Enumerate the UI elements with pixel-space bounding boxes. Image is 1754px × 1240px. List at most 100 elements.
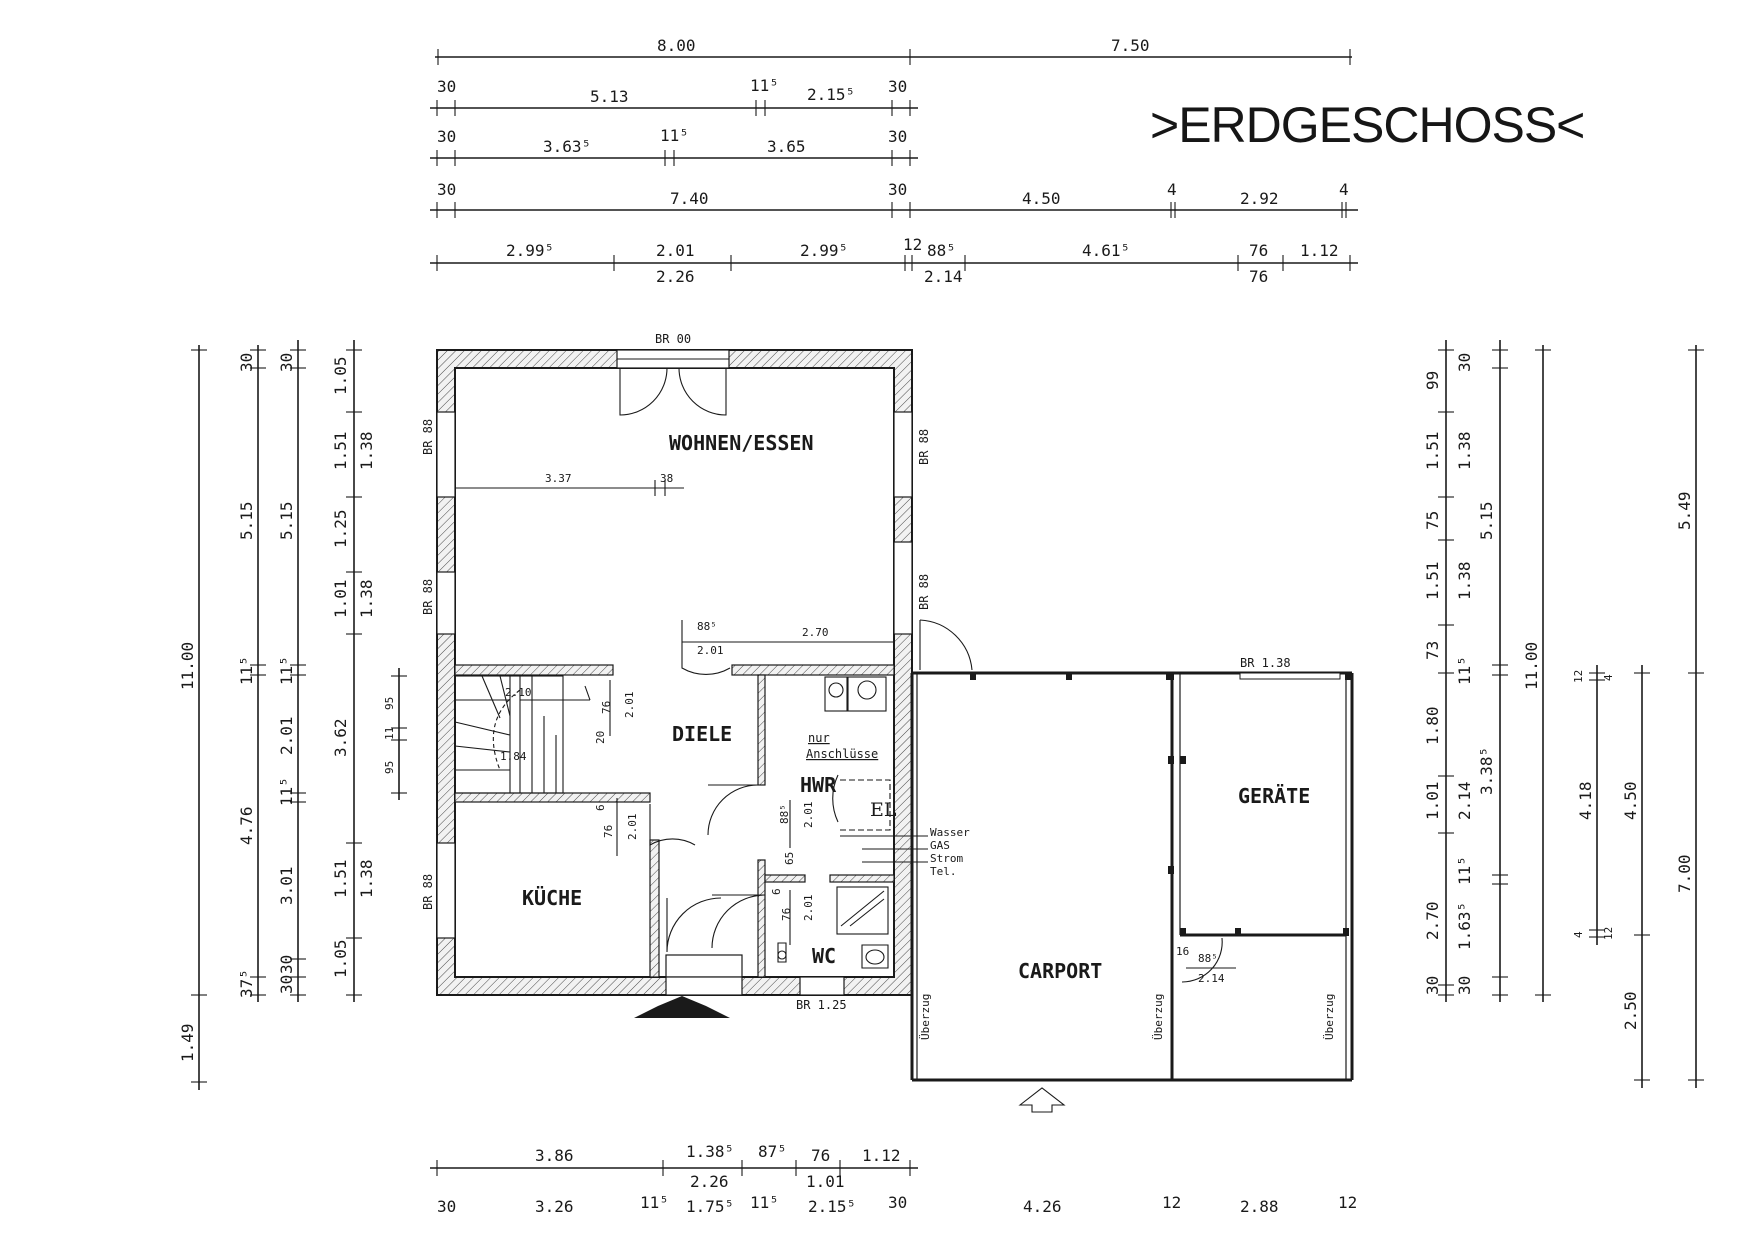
opening-br-88-2: BR 88 bbox=[421, 579, 435, 615]
dim-bot-r1b-a: 2.26 bbox=[690, 1172, 729, 1191]
opening-br-125: BR 1.25 bbox=[796, 998, 847, 1012]
dim-top-r2-d: 2.15⁵ bbox=[807, 85, 855, 104]
dim-left-c4b-b: 1.38 bbox=[357, 579, 376, 618]
dim-left-c4-f: 1.51 bbox=[331, 859, 350, 898]
staircase bbox=[454, 675, 591, 794]
dim-left-c3-d: 2.01 bbox=[277, 716, 296, 755]
fixtures bbox=[777, 676, 891, 969]
opening-br-88-5: BR 88 bbox=[917, 574, 931, 610]
dim-top-r5b-a: 2.26 bbox=[656, 267, 695, 286]
dim-top-r4-b: 7.40 bbox=[670, 189, 709, 208]
dim-bot-r1b-b: 1.01 bbox=[806, 1172, 845, 1191]
dim-int-14: 88⁵ bbox=[778, 804, 791, 824]
dim-left-c5-a: 95 bbox=[383, 697, 396, 710]
dim-left-c4b-a: 1.38 bbox=[357, 431, 376, 470]
dim-right-c2-e: 11⁵ bbox=[1455, 656, 1474, 685]
carport-structure bbox=[910, 671, 1354, 1082]
room-geraete: GERÄTE bbox=[1238, 784, 1310, 808]
dim-right-c2-a: 30 bbox=[1455, 353, 1474, 372]
dim-left-c2-e: 37⁵ bbox=[237, 969, 256, 998]
dim-int-20: 16 bbox=[1176, 945, 1189, 958]
dim-top-r4-e: 4 bbox=[1167, 180, 1177, 199]
dim-int-12: 76 bbox=[602, 825, 615, 838]
dim-top-r3-a: 30 bbox=[437, 127, 456, 146]
dim-left-c3-b: 5.15 bbox=[277, 501, 296, 540]
note-anschluesse: Anschlüsse bbox=[806, 747, 878, 761]
dim-top-r3-e: 30 bbox=[888, 127, 907, 146]
opening-br-138: BR 1.38 bbox=[1240, 656, 1291, 670]
dim-bot-r2-f: 2.15⁵ bbox=[808, 1197, 856, 1216]
dim-left-c1-a: 11.00 bbox=[178, 642, 197, 690]
dim-top-r5-f: 4.61⁵ bbox=[1082, 241, 1130, 260]
dim-right-c4-b: 4 bbox=[1602, 674, 1615, 681]
dim-right-c6-a: 5.49 bbox=[1675, 491, 1694, 530]
dim-left-c3-h: 30 bbox=[277, 975, 296, 994]
dim-int-4: 2.01 bbox=[697, 644, 724, 657]
dim-right-c5-b: 2.50 bbox=[1621, 991, 1640, 1030]
dim-left-c4-g: 1.05 bbox=[331, 939, 350, 978]
dim-int-22: 2.14 bbox=[1198, 972, 1225, 985]
left-dimension-chains: 11.00 1.49 30 5.15 11⁵ 4.76 37⁵ 30 5.15 … bbox=[178, 340, 407, 1090]
bottom-dimension-chains: 3.86 1.38⁵ 87⁵ 76 1.12 2.26 1.01 30 3.26… bbox=[430, 1142, 1357, 1216]
dim-left-c2-c: 11⁵ bbox=[237, 656, 256, 685]
note-ueberzug-1: Überzug bbox=[919, 994, 932, 1040]
dim-top-r2-b: 5.13 bbox=[590, 87, 629, 106]
dim-top-r3-c: 11⁵ bbox=[660, 126, 689, 145]
doors bbox=[619, 367, 1223, 1113]
dim-top-r5b-c: 76 bbox=[1249, 267, 1268, 286]
dim-left-c2-b: 5.15 bbox=[237, 501, 256, 540]
note-strom: Strom bbox=[930, 852, 963, 865]
room-el: EL bbox=[870, 799, 897, 821]
dim-right-c1-f: 1.80 bbox=[1423, 706, 1442, 745]
room-wohnen-essen: WOHNEN/ESSEN bbox=[669, 431, 814, 455]
dim-bot-r2-k: 12 bbox=[1338, 1193, 1357, 1212]
dim-bot-r2-b: 3.26 bbox=[535, 1197, 574, 1216]
note-tel: Tel. bbox=[930, 865, 957, 878]
dim-right-c2-d: 1.38 bbox=[1455, 561, 1474, 600]
dim-left-c3-g: 30 bbox=[277, 955, 296, 974]
dim-left-c4-e: 3.62 bbox=[331, 718, 350, 757]
dim-bot-r2-d: 1.75⁵ bbox=[686, 1197, 734, 1216]
note-wasser: Wasser bbox=[930, 826, 970, 839]
dim-bot-r2-i: 12 bbox=[1162, 1193, 1181, 1212]
dim-top-r2-c: 11⁵ bbox=[750, 76, 779, 95]
dim-bot-r1-a: 3.86 bbox=[535, 1146, 574, 1165]
dim-right-c4-e: 12 bbox=[1602, 927, 1615, 940]
dim-top-r5-a: 2.99⁵ bbox=[506, 241, 554, 260]
dim-top-r1-b: 7.50 bbox=[1111, 36, 1150, 55]
dim-int-7: 76 bbox=[600, 701, 613, 714]
right-dimension-chains: 99 1.51 75 1.51 73 1.80 1.01 2.70 30 30 … bbox=[1423, 340, 1704, 1088]
dim-bot-r1-b: 1.38⁵ bbox=[686, 1142, 734, 1161]
dim-right-c1-h: 2.70 bbox=[1423, 901, 1442, 940]
dim-top-r3-d: 3.65 bbox=[767, 137, 806, 156]
dim-left-c2-d: 4.76 bbox=[237, 806, 256, 845]
dim-bot-r2-h: 4.26 bbox=[1023, 1197, 1062, 1216]
dim-bot-r1-d: 76 bbox=[811, 1146, 830, 1165]
dim-left-c3-c: 11⁵ bbox=[277, 656, 296, 685]
dim-bot-r2-j: 2.88 bbox=[1240, 1197, 1279, 1216]
dim-int-21: 88⁵ bbox=[1198, 952, 1218, 965]
note-gas: GAS bbox=[930, 839, 950, 852]
opening-br-88-3: BR 88 bbox=[421, 874, 435, 910]
dim-right-c5-a: 4.50 bbox=[1621, 781, 1640, 820]
dim-int-16: 65 bbox=[783, 852, 796, 865]
dim-int-19: 6 bbox=[770, 888, 783, 895]
dim-left-c2-a: 30 bbox=[237, 353, 256, 372]
dim-left-c3-e: 11⁵ bbox=[277, 777, 296, 806]
dim-left-c4-d: 1.01 bbox=[331, 579, 350, 618]
dim-top-r4-d: 4.50 bbox=[1022, 189, 1061, 208]
dim-right-c4-c: 4.18 bbox=[1576, 781, 1595, 820]
dim-left-c5-c: 95 bbox=[383, 761, 396, 774]
dim-int-10: 1.84 bbox=[500, 750, 527, 763]
top-dimension-chains: 8.00 7.50 30 5.13 11⁵ 2.15⁵ 30 30 3.63⁵ … bbox=[430, 36, 1358, 286]
note-nur: nur bbox=[808, 731, 830, 745]
room-carport: CARPORT bbox=[1018, 959, 1102, 983]
dim-right-c4-a: 12 bbox=[1572, 670, 1585, 683]
room-kueche: KÜCHE bbox=[522, 886, 582, 910]
dim-bot-r2-e: 11⁵ bbox=[750, 1193, 779, 1212]
dim-right-c1-d: 1.51 bbox=[1423, 561, 1442, 600]
dim-int-6: 2.10 bbox=[505, 686, 532, 699]
dim-int-5: 2.70 bbox=[802, 626, 829, 639]
annotations: nur Anschlüsse Wasser GAS Strom Tel. Übe… bbox=[421, 332, 1336, 1040]
